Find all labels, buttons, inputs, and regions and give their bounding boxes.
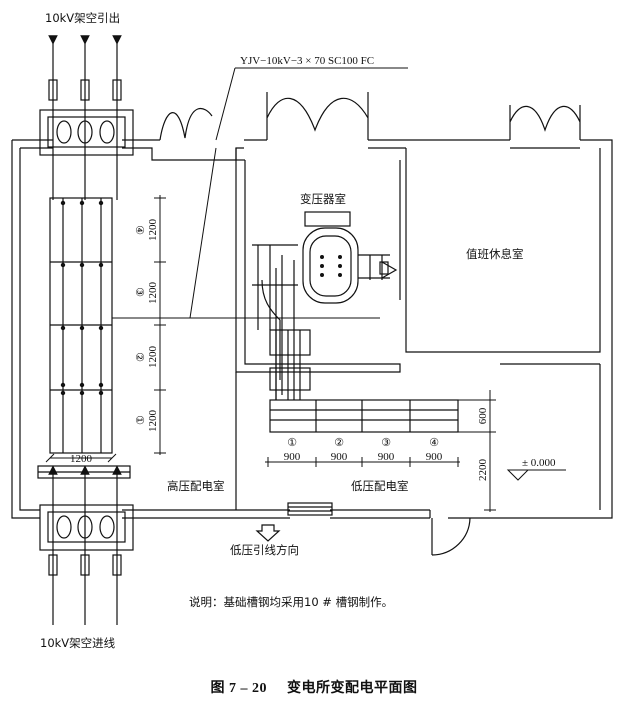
hv-room-label: 高压配电室	[167, 479, 225, 493]
lv-direction-label: 低压引线方向	[230, 543, 299, 557]
transformer-room-wall	[235, 148, 401, 373]
duty-room-wall	[368, 147, 601, 353]
figure-title: 变电所变配电平面图	[287, 681, 418, 696]
transformer	[252, 211, 398, 400]
duty-room-label: 值班休息室	[466, 247, 524, 261]
figure-caption: 图 7 – 20 变电所变配电平面图	[0, 677, 628, 697]
hv-panel-num: ①	[133, 415, 146, 425]
lv-dim-line	[265, 390, 566, 512]
door-arc-top-3	[509, 105, 581, 140]
transformer-dots	[320, 255, 342, 277]
door-arc	[431, 517, 471, 556]
hv-width-dim: 1200	[70, 453, 93, 465]
hv-dots	[60, 200, 104, 396]
outer-wall-inner	[20, 147, 244, 161]
lv-panel-dim: 900	[284, 451, 301, 463]
lv-panel-num: ③	[381, 436, 391, 449]
bottom-wall	[122, 509, 430, 519]
outgoing-terminal	[39, 35, 134, 200]
elevation-label: ± 0.000	[522, 457, 556, 469]
lv-depth-dim: 600	[477, 407, 489, 424]
lv-panels	[269, 399, 459, 433]
note-text: 说明：基础槽钢均采用10 # 槽钢制作。	[189, 595, 394, 609]
outgoing-line-label: 10kV架空引出	[45, 11, 120, 25]
lv-panel-num: ②	[334, 436, 344, 449]
hv-panel-dim: 1200	[147, 282, 159, 305]
hv-panel-num: ③	[133, 287, 146, 297]
hv-panel-num: ④	[133, 225, 146, 235]
lv-clear-dim: 2200	[477, 459, 489, 482]
lv-panel-num: ④	[429, 436, 439, 449]
lv-panel-dim: 900	[426, 451, 443, 463]
outer-wall	[12, 139, 613, 519]
hv-panel-dim: 1200	[147, 410, 159, 433]
incoming-line-label: 10kV架空进线	[40, 636, 116, 650]
cable-spec-label: YJV−10kV−3 × 70 SC100 FC	[240, 55, 374, 67]
hv-panels	[37, 197, 380, 479]
hv-dim-line	[45, 195, 166, 463]
figure-number: 图 7 – 20	[210, 681, 267, 696]
lv-room-label: 低压配电室	[351, 479, 409, 493]
transformer-room-label: 变压器室	[300, 192, 346, 206]
hv-panel-num: ②	[133, 352, 146, 362]
lv-room-wall	[235, 363, 601, 518]
lv-panel-dim: 900	[331, 451, 348, 463]
hv-panel-dim: 1200	[147, 219, 159, 242]
incoming-terminal	[39, 465, 134, 625]
lv-dir-arrow	[255, 524, 281, 542]
lv-panel-num: ①	[287, 436, 297, 449]
cable-leader	[189, 67, 408, 319]
door-arc-top-2	[266, 92, 369, 140]
hv-panel-dim: 1200	[147, 346, 159, 369]
lv-panel-dim: 900	[378, 451, 395, 463]
window	[287, 502, 333, 516]
door-arc-top-1	[159, 107, 213, 141]
